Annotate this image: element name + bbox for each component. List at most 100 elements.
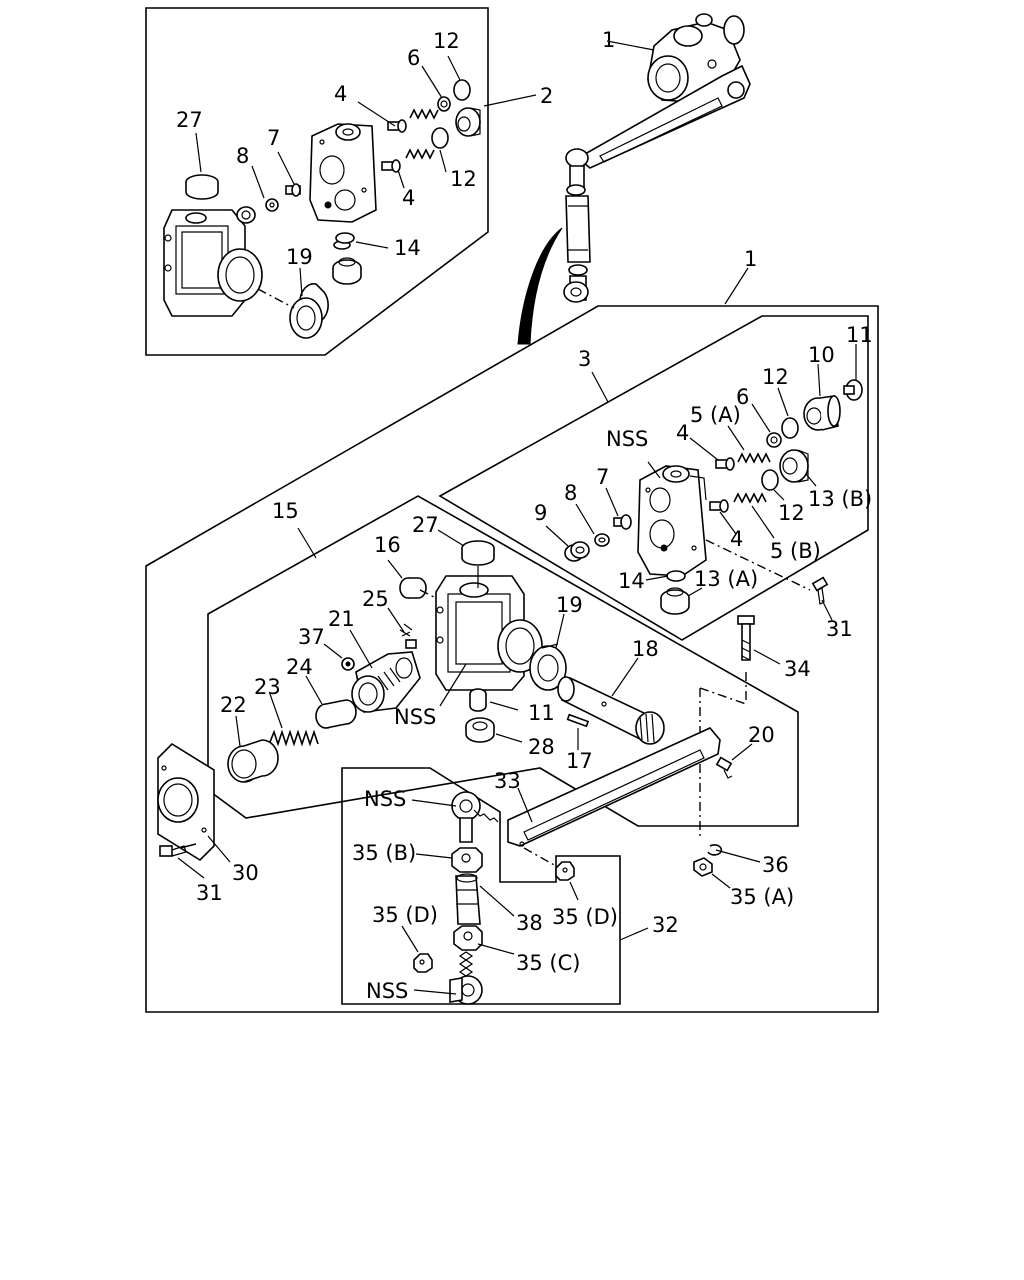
label-30: 30	[232, 861, 259, 885]
part-18-shaft	[557, 676, 665, 745]
label-nss-valve: NSS	[606, 427, 648, 451]
part-10-plug	[803, 395, 841, 431]
part-9-piston	[564, 541, 590, 562]
label-22: 22	[220, 693, 247, 717]
part-35b-nut	[451, 847, 483, 873]
part-plug-inset-right	[455, 107, 481, 137]
label-27-inset: 27	[176, 108, 203, 132]
part-19-seal	[529, 643, 567, 691]
part-12-oring-inset-a	[453, 79, 471, 101]
label-3: 3	[578, 347, 591, 371]
label-8: 8	[564, 481, 577, 505]
label-32: 32	[652, 913, 679, 937]
part-12-oring-inset-b	[431, 127, 449, 149]
label-1-main: 1	[744, 247, 757, 271]
part-31-bolt-left	[159, 845, 187, 857]
label-35b: 35 (B)	[352, 841, 416, 865]
label-21: 21	[328, 607, 355, 631]
part-30-bracket	[157, 742, 215, 862]
label-4-inset-a: 4	[334, 82, 347, 106]
label-24: 24	[286, 655, 313, 679]
label-13a: 13 (A)	[694, 567, 758, 591]
label-19-inset: 19	[286, 245, 313, 269]
part-19-seal-inset	[257, 283, 329, 339]
label-6: 6	[736, 385, 749, 409]
part-33-lever	[507, 727, 721, 847]
part-valve-body-inset	[309, 123, 377, 250]
part-housing	[435, 575, 543, 691]
label-38: 38	[516, 911, 543, 935]
part-28-seal	[465, 717, 495, 743]
part-rod-end-bottom	[449, 951, 483, 1005]
part-12-oring-lower	[761, 469, 779, 491]
label-4-inset-b: 4	[402, 186, 415, 210]
part-6-ring-inset	[437, 96, 451, 112]
label-18: 18	[632, 637, 659, 661]
leaders-inset	[195, 55, 537, 297]
label-14: 14	[618, 569, 645, 593]
label-10: 10	[808, 343, 835, 367]
part-14-oring	[666, 570, 686, 582]
label-35c: 35 (C)	[516, 951, 580, 975]
part-12-oring-upper	[781, 417, 799, 439]
label-5a: 5 (A)	[690, 403, 741, 427]
part-23-spring	[269, 729, 319, 747]
part-35a-nut	[693, 857, 713, 877]
part-35d-nut-right	[555, 861, 575, 881]
part-24-sleeve	[315, 699, 357, 729]
part-37-nut	[341, 657, 355, 671]
label-25: 25	[362, 587, 389, 611]
part-21-adjuster	[351, 651, 421, 713]
part-38-sleeve	[455, 873, 481, 925]
label-8-inset: 8	[236, 144, 249, 168]
part-4-screw-upper	[715, 457, 735, 471]
part-25-screw	[399, 623, 417, 649]
label-31-left: 31	[196, 881, 223, 905]
label-14-inset: 14	[394, 236, 421, 260]
part-20-bolt	[715, 756, 733, 779]
rod-subassembly-32: 32 NSS 35 (B) 38 35 (C)	[341, 767, 679, 1005]
part-11-cap-valve	[843, 379, 863, 401]
label-1-top: 1	[602, 28, 615, 52]
label-nss-rod-bottom: NSS	[366, 979, 408, 1003]
part-31-bolt-right	[811, 576, 829, 605]
part-5b-spring	[733, 492, 767, 504]
part-11-plug	[469, 688, 487, 712]
part-34-bolt	[737, 615, 755, 661]
label-35a: 35 (A)	[730, 885, 794, 909]
label-37: 37	[298, 625, 325, 649]
label-36: 36	[762, 853, 789, 877]
part-housing-inset	[163, 209, 263, 317]
label-6-inset: 6	[407, 46, 420, 70]
main-assembly-box: 1	[145, 247, 879, 1013]
label-27: 27	[412, 513, 439, 537]
part-spring-inset-b	[405, 148, 435, 160]
label-33: 33	[494, 769, 521, 793]
label-2: 2	[540, 84, 553, 108]
part-5a-spring	[737, 452, 771, 464]
part-6-ring	[766, 432, 782, 448]
label-4-valve-upper: 4	[676, 421, 689, 445]
part-13a-plug	[660, 587, 690, 615]
inset-assembly-2: 27 8 7 4 6 12 2 12 4 14 19	[145, 7, 553, 356]
part-35c-nut	[453, 925, 483, 951]
valve-subassembly-3: 3 NSS	[438, 315, 873, 641]
part-35d-nut-left	[413, 953, 433, 973]
part-4-screw-inset-b	[381, 159, 401, 173]
label-16: 16	[374, 533, 401, 557]
label-28: 28	[528, 735, 555, 759]
part-7-pin-inset	[285, 183, 301, 197]
label-nss-housing: NSS	[394, 705, 436, 729]
label-9: 9	[534, 501, 547, 525]
part-valve-body	[637, 465, 707, 577]
label-12-inset-a: 12	[433, 29, 460, 53]
part-27-cap	[461, 540, 495, 588]
label-nss-rod-top: NSS	[364, 787, 406, 811]
label-12-inset-b: 12	[450, 167, 477, 191]
part-4-screw-lower	[709, 499, 729, 513]
part-14-oring-inset	[335, 232, 355, 244]
label-11-valve: 11	[846, 323, 873, 347]
part-27-cap-inset	[185, 174, 219, 200]
part-13-plug-inset	[332, 257, 362, 285]
